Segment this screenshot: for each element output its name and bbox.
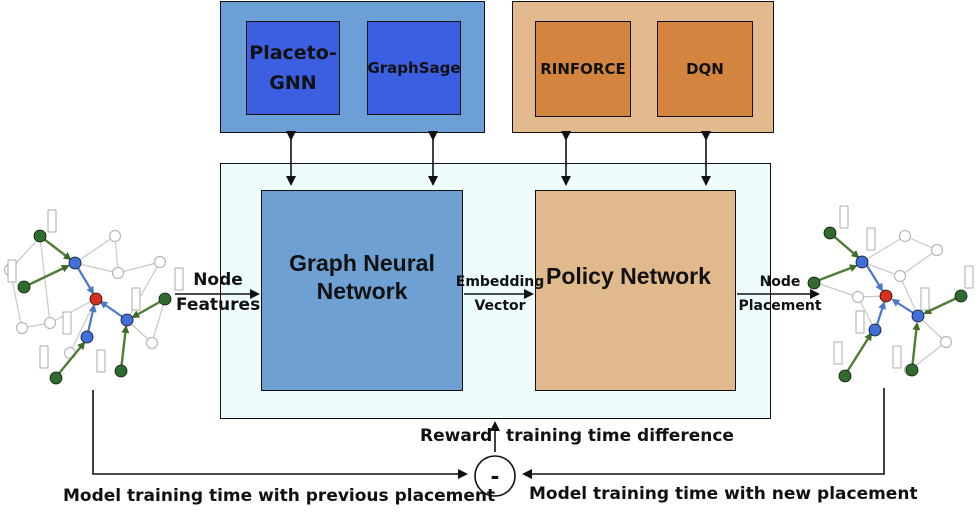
reward-label: Reward	[420, 426, 493, 446]
dqn-box: DQN	[657, 21, 753, 117]
line-new-placement	[522, 388, 885, 479]
input-graph	[3, 209, 184, 385]
graphsage-box: GraphSage	[367, 21, 461, 115]
new-placement-label: Model training time with new placement	[529, 484, 918, 504]
difference-node	[474, 455, 516, 497]
graph-neural-network-label: Graph Neural Network	[289, 249, 435, 304]
reward-description: training time difference	[506, 426, 734, 446]
output-graph	[807, 205, 974, 383]
difference-operator: -	[490, 460, 500, 490]
policy-network-label: Policy Network	[546, 263, 711, 289]
policy-network-box: Policy Network	[535, 190, 736, 391]
node-features-label: Node Features	[176, 270, 261, 315]
embedding-vector-label: Embedding Vector	[455, 274, 545, 314]
prev-placement-label: Model training time with previous placem…	[63, 486, 496, 506]
line-prev-placement	[92, 390, 468, 479]
node-placement-label: Node Placement	[738, 274, 822, 314]
graph-neural-network-box: Graph Neural Network	[261, 190, 463, 391]
rinforce-box: RINFORCE	[535, 21, 631, 117]
placeto-gnn-box: Placeto- GNN	[246, 21, 340, 115]
